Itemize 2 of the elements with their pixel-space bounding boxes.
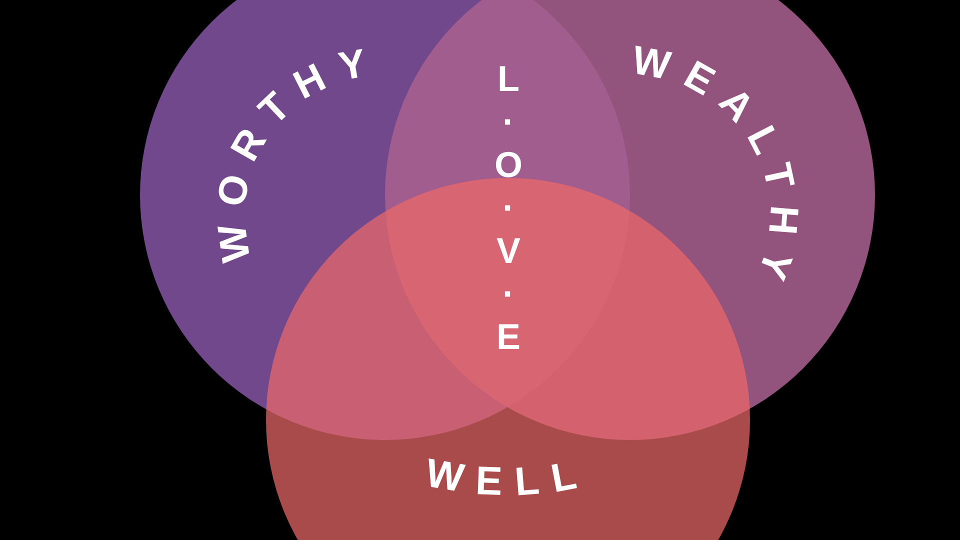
- center-word: L·O·V·E: [488, 58, 528, 348]
- circle-label: WELL: [422, 450, 594, 504]
